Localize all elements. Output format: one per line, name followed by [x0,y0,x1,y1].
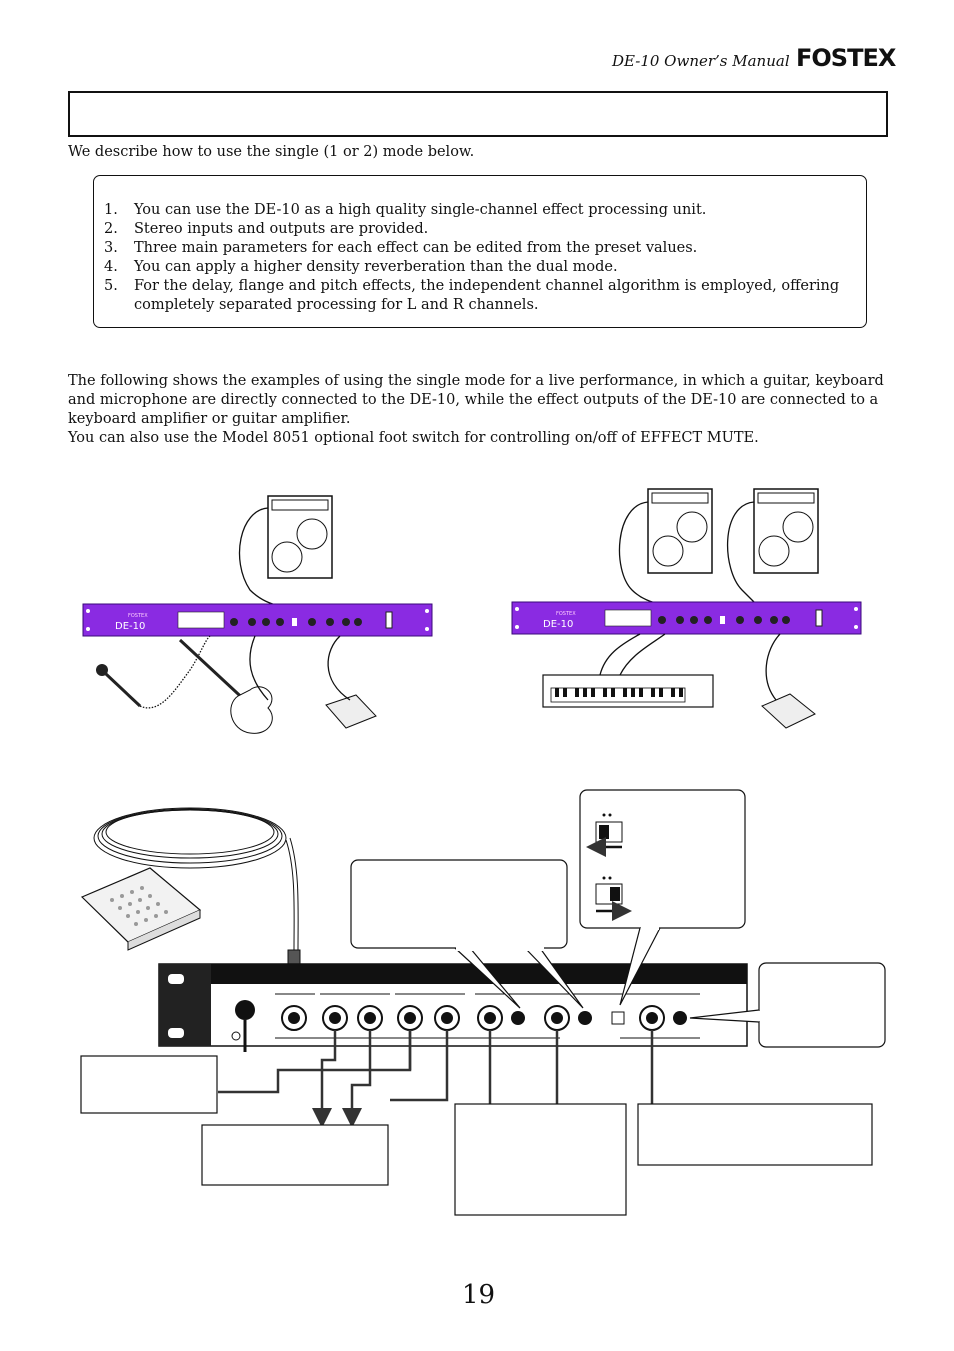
page-number: 19 [462,1280,496,1310]
features-list: 1.You can use the DE-10 as a high qualit… [104,201,854,315]
section-title-box [68,91,888,137]
rack-brand-label: FOSTEX [128,613,148,619]
foot-switch [325,694,377,729]
de10-rack-right: FOSTEX DE-10 [511,601,862,635]
intro-text: We describe how to use the single (1 or … [68,144,475,160]
list-item: 5.For the delay, flange and pitch effect… [104,278,840,313]
usage-paragraph: The following shows the examples of usin… [68,373,884,446]
guitar-amplifier [267,495,333,579]
foot-switch-large [80,867,202,951]
rack-brand-label: FOSTEX [556,611,576,617]
label-box-mixer [637,1103,873,1166]
keyboard [542,674,714,708]
de10-rack-left: FOSTEX DE-10 [82,603,433,637]
label-box-instruments [454,1103,627,1216]
callout-switch [579,789,746,1006]
manual-title: DE-10 Owner’s Manual [612,52,790,70]
microphone [96,664,142,708]
rear-panel [158,963,748,1047]
list-item: 3.Three main parameters for each effect … [104,240,698,256]
label-box-footswitch [80,1055,218,1114]
coiled-cable [93,807,299,951]
keyboard-amplifier-1 [647,488,713,574]
features-box [93,175,867,328]
rack-model-label: DE-10 [115,621,145,632]
foot-switch [761,693,816,729]
list-item: 2.Stereo inputs and outputs are provided… [104,221,429,237]
rack-model-label: DE-10 [543,619,573,630]
list-item: 4.You can apply a higher density reverbe… [104,259,618,275]
fostex-logo: FOSTEX [796,44,896,72]
callout-inputs [350,859,584,1009]
list-item: 1.You can use the DE-10 as a high qualit… [104,202,707,218]
label-box-outputs [201,1124,389,1186]
callout-output-knob [689,962,886,1048]
keyboard-amplifier-2 [753,488,819,574]
electric-guitar [178,638,273,734]
